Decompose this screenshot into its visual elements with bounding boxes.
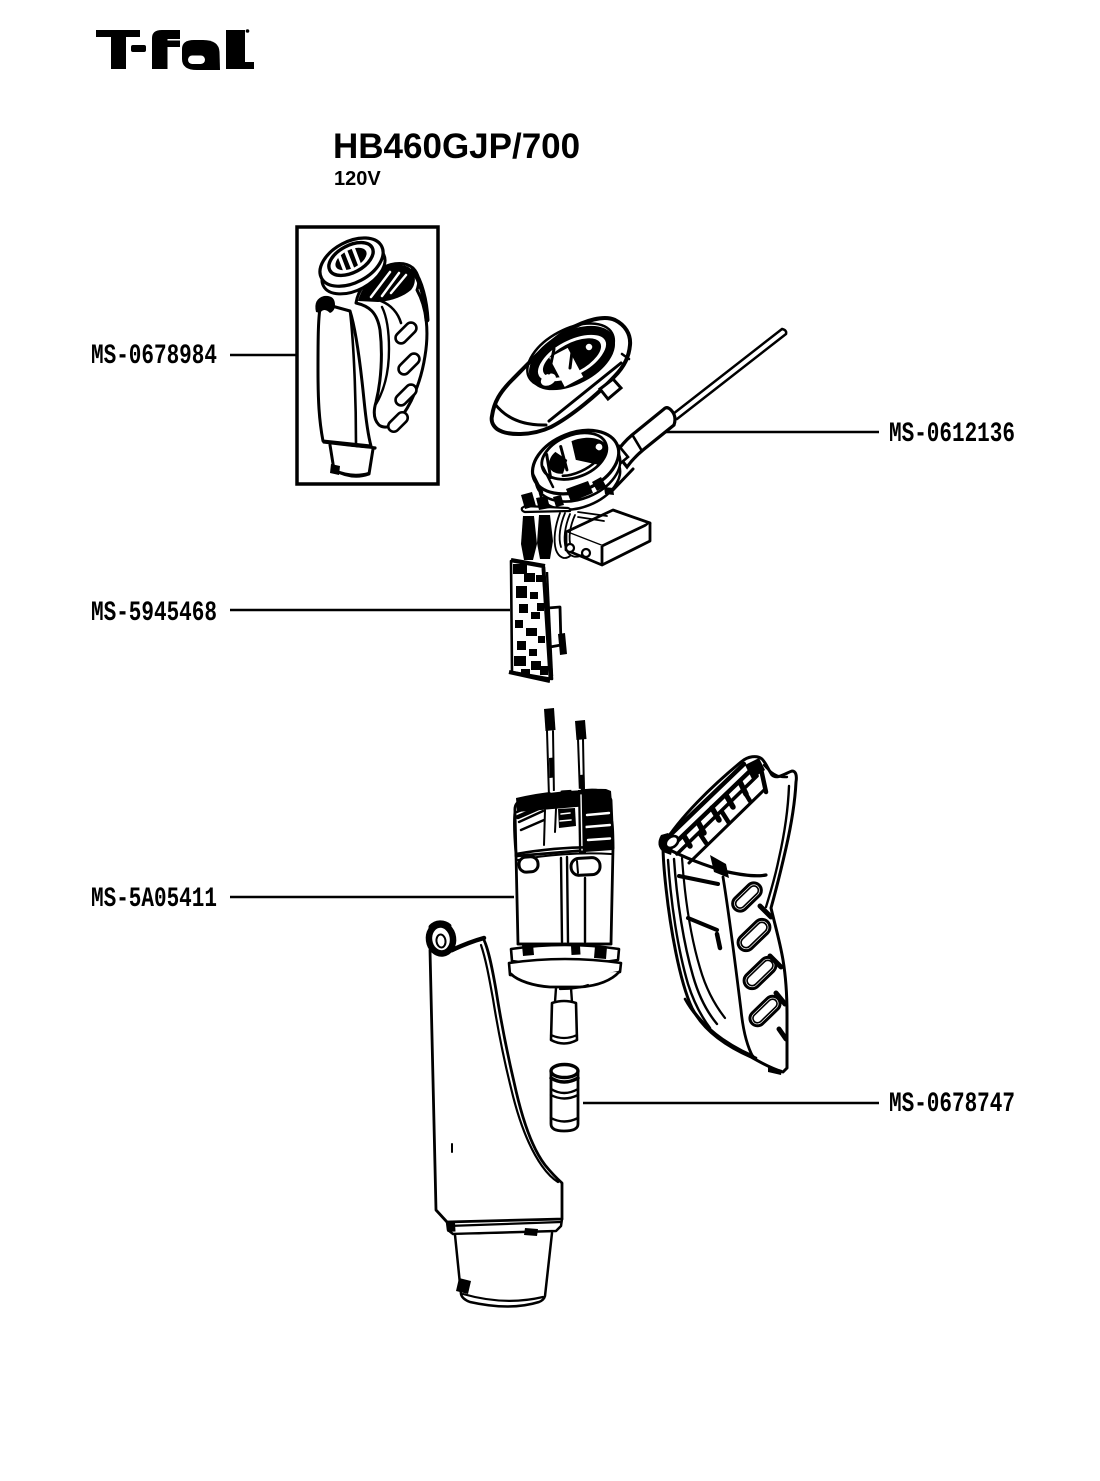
- svg-text:MS-0678984: MS-0678984: [91, 342, 217, 372]
- svg-text:MS-5945468: MS-5945468: [91, 599, 217, 629]
- svg-text:120V: 120V: [334, 168, 381, 190]
- svg-text:MS-0612136: MS-0612136: [889, 420, 1015, 450]
- svg-text:MS-5A05411: MS-5A05411: [91, 885, 217, 915]
- svg-text:MS-0678747: MS-0678747: [889, 1090, 1015, 1120]
- svg-text:HB460GJP/700: HB460GJP/700: [333, 127, 580, 166]
